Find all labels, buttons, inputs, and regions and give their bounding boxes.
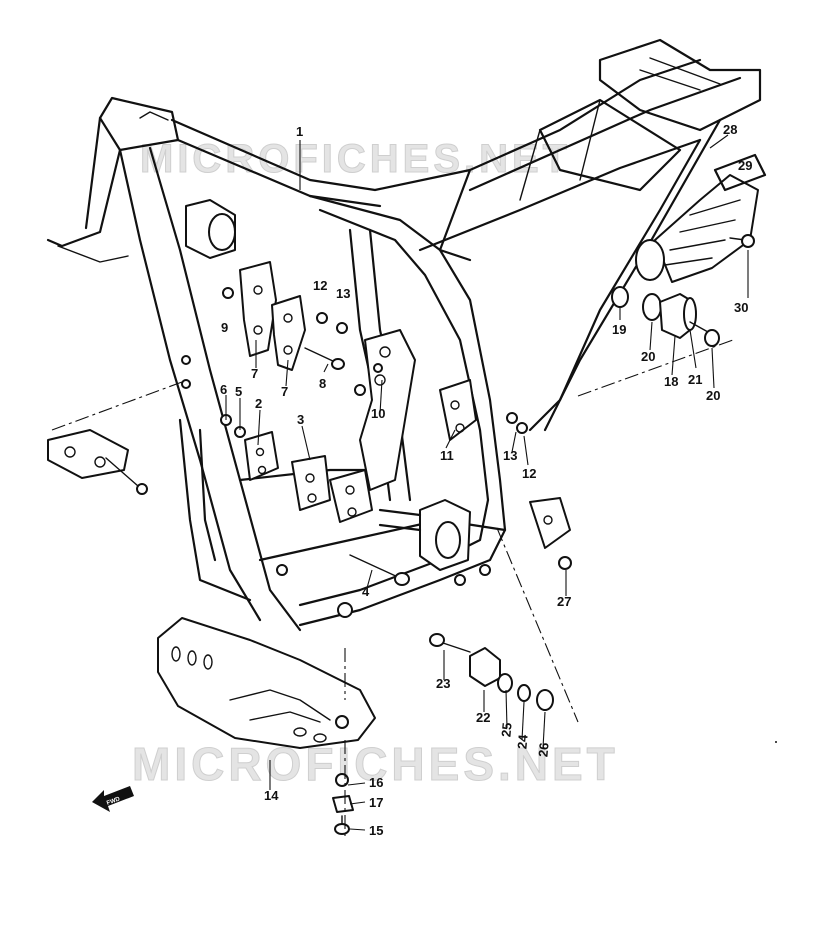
callout-13b: 13	[503, 448, 517, 463]
assembly-guide-lines	[51, 339, 734, 840]
front-direction-label: FWD	[106, 796, 122, 807]
watermark-bottom: MICROFICHES.NET	[132, 738, 619, 790]
callout-21: 21	[688, 372, 702, 387]
callout-20b: 20	[706, 388, 720, 403]
lower-mount-hardware	[429, 556, 572, 711]
callout-27: 27	[557, 594, 571, 609]
callout-8: 8	[319, 376, 326, 391]
callout-6: 6	[220, 382, 227, 397]
callout-15: 15	[369, 823, 383, 838]
callout-20a: 20	[641, 349, 655, 364]
callout-7a: 7	[251, 366, 258, 381]
callout-5: 5	[235, 384, 242, 399]
rear-rubber-boot	[635, 153, 767, 283]
callout-1: 1	[296, 124, 303, 139]
callout-9: 9	[221, 320, 228, 335]
engine-mount-brackets	[47, 261, 571, 586]
leader-lines	[225, 134, 749, 831]
callout-30: 30	[734, 300, 748, 315]
callout-29: 29	[738, 158, 752, 173]
callout-19: 19	[612, 322, 626, 337]
callout-2: 2	[255, 396, 262, 411]
callout-10: 10	[371, 406, 385, 421]
callout-7b: 7	[281, 384, 288, 399]
callout-18: 18	[664, 374, 678, 389]
callout-labels: 1 2 3 4 5 6 7 7 8 9 10 11 12 12 13 13 14…	[220, 122, 752, 838]
callout-13a: 13	[336, 286, 350, 301]
skid-plate-hardware	[332, 773, 354, 835]
callout-17: 17	[369, 795, 383, 810]
callout-26: 26	[535, 742, 551, 758]
callout-14: 14	[264, 788, 279, 803]
callout-3: 3	[297, 412, 304, 427]
main-frame	[46, 38, 762, 632]
callout-22: 22	[476, 710, 490, 725]
callout-28: 28	[723, 122, 737, 137]
callout-12a: 12	[313, 278, 327, 293]
skid-plate	[157, 602, 376, 749]
callout-25: 25	[498, 722, 514, 738]
callout-23: 23	[436, 676, 450, 691]
callout-4: 4	[362, 584, 370, 599]
callout-16: 16	[369, 775, 383, 790]
callout-12b: 12	[522, 466, 536, 481]
callout-11: 11	[440, 448, 454, 463]
front-direction-arrow: FWD	[92, 786, 134, 812]
callout-24: 24	[514, 733, 530, 749]
